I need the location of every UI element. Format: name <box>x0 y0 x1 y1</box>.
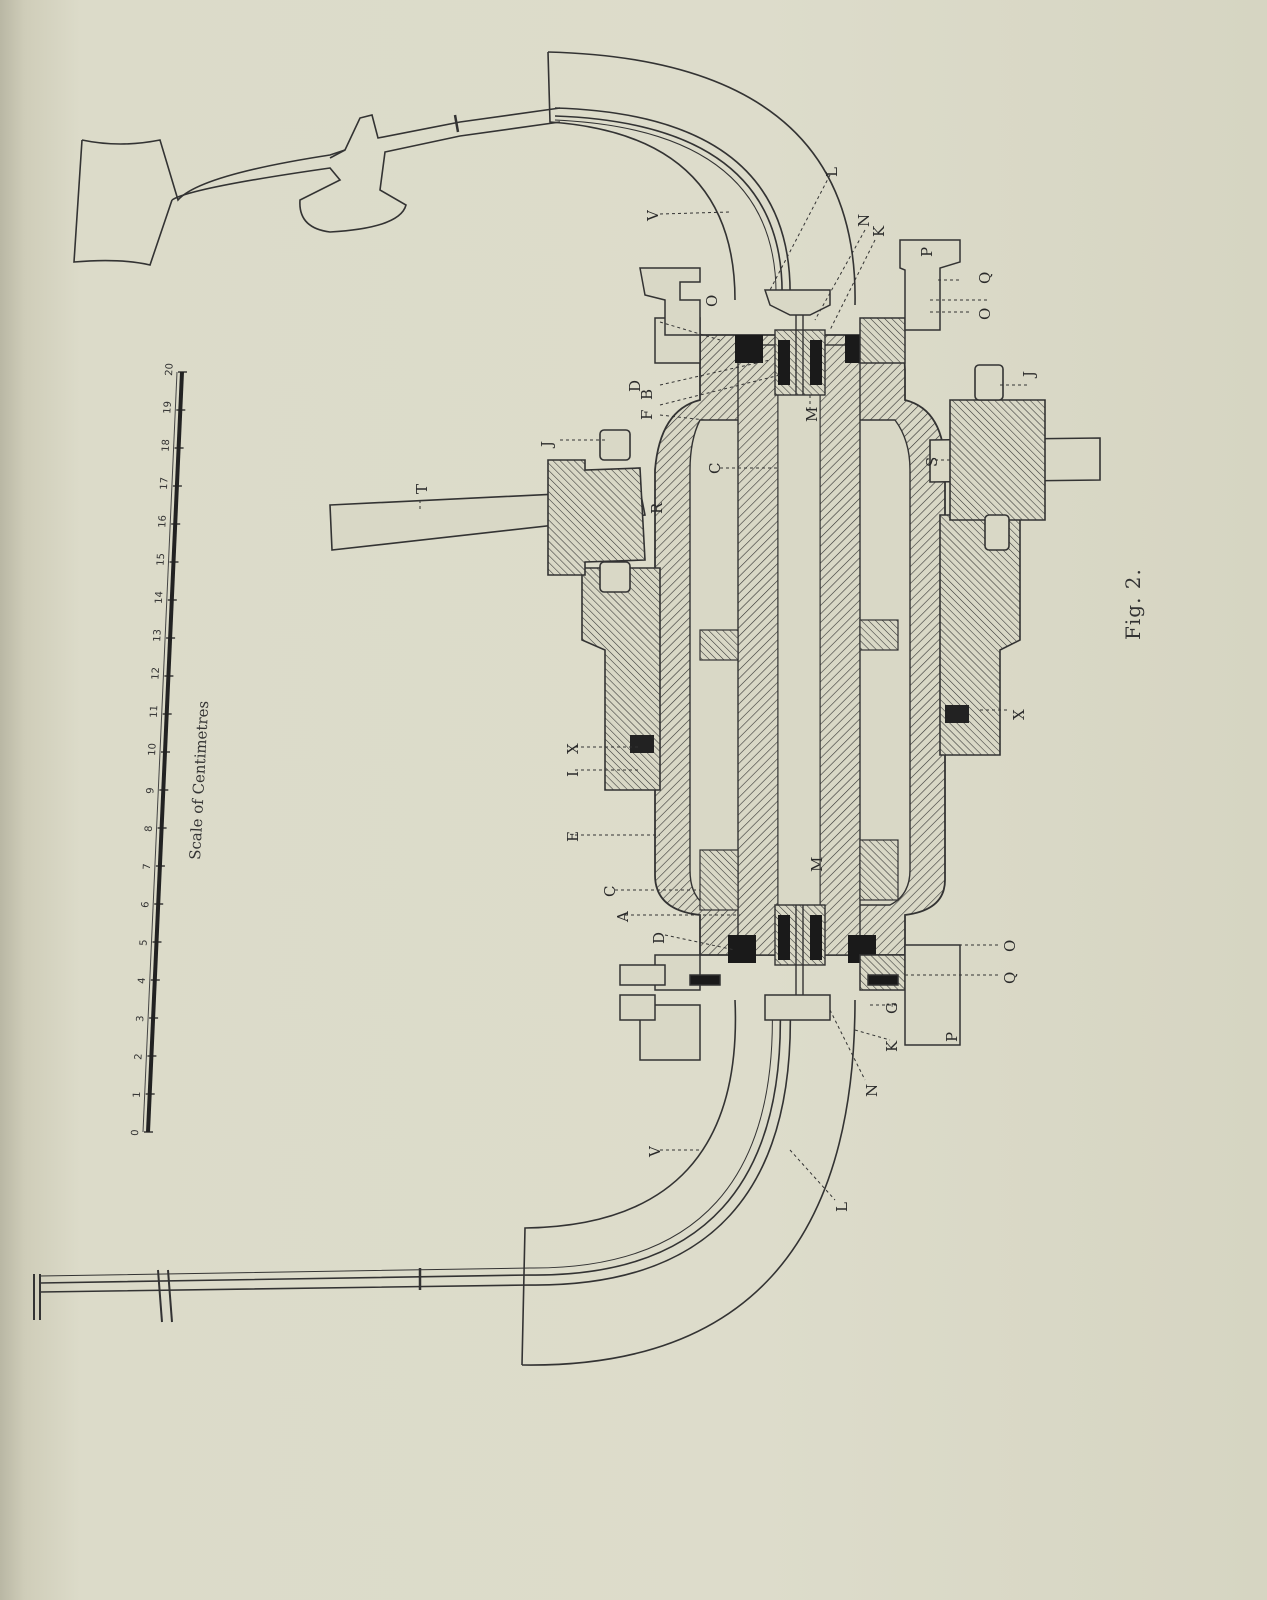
right-jacket-flange <box>939 514 1021 756</box>
label-j-top: J <box>538 441 556 449</box>
scale-tick-label: 7 <box>142 863 153 870</box>
label-f-top: F <box>638 410 656 420</box>
scale-tick-label: 10 <box>147 743 159 756</box>
label-k-top: K <box>870 225 888 237</box>
label-j-right: J <box>1020 371 1038 379</box>
scale-tick-label: 17 <box>159 477 171 490</box>
label-q-bot: Q <box>1001 972 1019 984</box>
label-n-top: N <box>855 214 873 227</box>
scale-tick-label: 6 <box>140 901 151 908</box>
label-g-bot: G <box>883 1002 901 1014</box>
scale-tick-label: 20 <box>164 363 176 376</box>
scale-tick-label: 11 <box>149 705 161 718</box>
leader-lines <box>419 174 1030 1201</box>
scale-tick-label: 4 <box>137 977 148 984</box>
top-funnel <box>73 107 561 266</box>
label-b-top: B <box>638 389 656 400</box>
label-v-bot: V <box>646 1145 664 1158</box>
left-jacket-flange <box>581 567 661 791</box>
label-q-top: Q <box>976 272 994 284</box>
scale-edge <box>142 371 178 1133</box>
label-x-left: X <box>564 743 582 754</box>
label-c-left: C <box>601 886 619 897</box>
side-tube-t <box>329 429 646 593</box>
scale-tick-label: 2 <box>133 1053 144 1060</box>
bottom-bend-tube <box>33 999 856 1366</box>
scale-tick-label: 12 <box>150 667 162 680</box>
scale-tick-label: 5 <box>139 939 150 946</box>
label-v-top: V <box>644 209 662 222</box>
gasket-x-right <box>945 705 969 723</box>
scale-tick-label: 16 <box>157 515 169 528</box>
label-o-top: O <box>976 308 994 320</box>
label-o-top2: O <box>703 295 721 307</box>
scale-tick-label: 8 <box>144 825 155 832</box>
figure-caption: Fig. 2. <box>1121 568 1145 640</box>
label-d-left: D <box>650 932 668 944</box>
label-e-left: E <box>564 831 582 842</box>
scale-tick-label: 19 <box>162 401 174 414</box>
top-end-plug <box>735 300 873 396</box>
label-i-left: I <box>564 771 582 777</box>
bottom-end-plug <box>728 904 876 1010</box>
part-labels: V L N K P Q O O D B F M C J T R J S X X … <box>413 167 1038 1212</box>
label-o-bot: O <box>1001 940 1019 952</box>
label-c-top: C <box>706 463 724 474</box>
scale-tick-label: 1 <box>132 1091 143 1098</box>
side-rod-s <box>929 364 1101 551</box>
label-r-top: R <box>648 502 666 514</box>
label-l-bot: L <box>833 1202 851 1212</box>
scale-tick-label: 3 <box>135 1015 146 1022</box>
scale-title: Scale of Centimetres <box>186 700 212 860</box>
label-x-right: X <box>1010 709 1028 720</box>
gasket-x-left <box>630 735 654 753</box>
clamp-bolts <box>619 239 961 1061</box>
label-s-right: S <box>923 457 941 467</box>
scale-tick-label: 0 <box>130 1129 141 1136</box>
label-p-top: P <box>918 247 936 257</box>
inner-cylinder <box>699 344 899 956</box>
label-t-top: T <box>413 484 431 494</box>
label-p-bot: P <box>943 1032 961 1042</box>
top-bend-tube <box>547 51 856 306</box>
scale-tick-label: 13 <box>152 629 164 642</box>
end-flanges <box>654 317 906 991</box>
label-k-bot: K <box>883 1040 901 1052</box>
scale-tick-label: 15 <box>156 553 168 566</box>
label-l-top: L <box>823 167 841 177</box>
label-n-bot: N <box>863 1084 881 1097</box>
scale-tick-label: 18 <box>161 439 173 452</box>
label-a-left: A <box>614 911 632 923</box>
scale-tick-label: 14 <box>154 591 166 604</box>
label-d-top: D <box>626 380 644 392</box>
label-m-top: M <box>803 407 821 422</box>
label-m-left: M <box>808 857 826 872</box>
scale-tick-label: 9 <box>145 787 156 794</box>
